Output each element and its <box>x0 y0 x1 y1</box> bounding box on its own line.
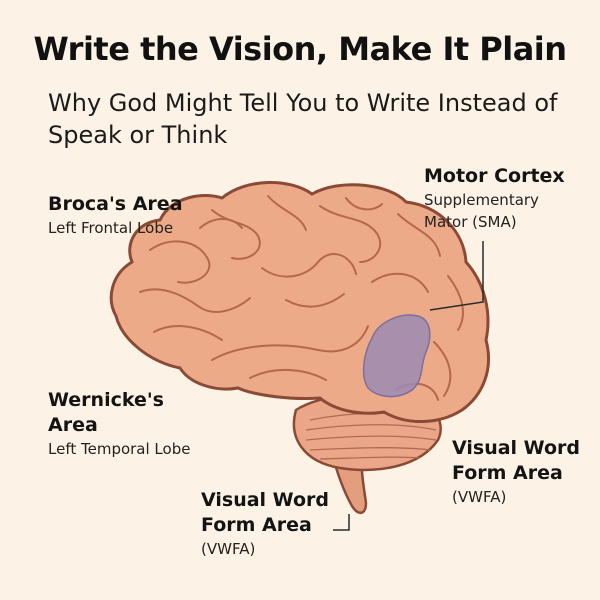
wernickes-area-label: Wernicke's Area Left Temporal Lobe <box>48 388 190 460</box>
vwfa-right-detail: (VWFA) <box>452 488 507 506</box>
brocas-area-title: Broca's Area <box>48 193 183 215</box>
brocas-area-detail: Left Frontal Lobe <box>48 219 174 237</box>
brain-folds <box>139 195 464 401</box>
vwfa-right-title-line1: Visual Word <box>452 437 580 459</box>
page-subtitle: Why God Might Tell You to Write Instead … <box>48 89 558 149</box>
motor-cortex-title: Motor Cortex <box>424 165 565 187</box>
vwfa-bottom-detail: (VWFA) <box>201 540 256 558</box>
vwfa-bottom-pointer <box>333 514 350 531</box>
brocas-area-label: Broca's Area Left Frontal Lobe <box>48 192 183 239</box>
motor-cortex-detail-line1: Supplementary <box>424 191 539 209</box>
vwfa-bottom-title-line2: Form Area <box>201 514 312 536</box>
vwfa-right-title-line2: Form Area <box>452 462 563 484</box>
wernickes-area-detail: Left Temporal Lobe <box>48 440 191 458</box>
motor-cortex-detail-line2: Mator (SMA) <box>424 213 517 231</box>
highlighted-region <box>362 314 431 398</box>
page-title: Write the Vision, Make It Plain <box>33 30 567 68</box>
wernickes-area-title-line2: Area <box>48 414 98 436</box>
wernickes-area-title-line1: Wernicke's <box>48 389 164 411</box>
motor-cortex-label: Motor Cortex Supplementary Mator (SMA) <box>424 164 565 233</box>
vwfa-right-label: Visual Word Form Area (VWFA) <box>452 436 580 508</box>
vwfa-bottom-title-line1: Visual Word <box>201 489 329 511</box>
vwfa-bottom-label: Visual Word Form Area (VWFA) <box>201 488 329 560</box>
motor-cortex-pointer <box>429 241 484 311</box>
